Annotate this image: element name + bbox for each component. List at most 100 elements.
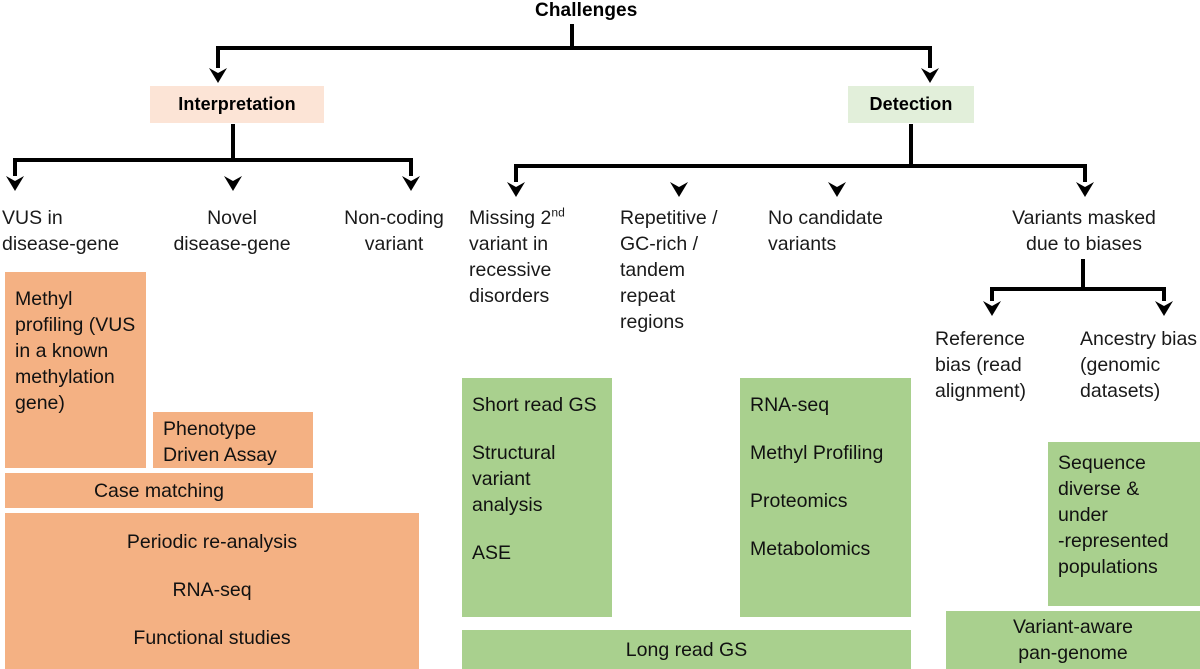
leaf-line: recessive [469, 259, 552, 281]
solution-box-long-read-gs[interactable]: Long read GS [462, 630, 911, 669]
solution-line: -represented [1058, 530, 1169, 552]
leaf-line: datasets) [1080, 380, 1161, 402]
leaf-line: Variants masked [1012, 207, 1156, 229]
solution-line: Variant-aware [1013, 616, 1133, 638]
leaf-vus-in-disease-gene: VUS in disease-gene [2, 205, 152, 257]
solution-box-periodic-reanalysis[interactable]: Periodic re-analysis RNA-seq Functional … [5, 513, 419, 669]
solution-group: Structural variant analysis [472, 440, 602, 518]
leaf-line: alignment) [935, 380, 1027, 402]
leaf-ancestry-bias: Ancestry bias (genomic datasets) [1080, 326, 1200, 404]
solution-line: methylation [15, 366, 115, 388]
connector-root-bar [216, 46, 932, 50]
solution-line: Methyl Profiling [750, 442, 884, 464]
leaf-line: (genomic [1080, 354, 1161, 376]
arrow-to-repetitive-regions [670, 182, 688, 197]
solution-line: RNA-seq [172, 579, 252, 601]
leaf-line: Novel [207, 207, 257, 229]
arrow-to-variants-masked [1076, 182, 1094, 197]
solution-box-multiomics[interactable]: RNA-seq Methyl Profiling Proteomics Meta… [740, 378, 911, 617]
solution-line: Proteomics [750, 490, 848, 512]
solution-box-sequence-diverse-populations[interactable]: Sequence diverse & under -represented po… [1048, 442, 1200, 606]
leaf-line: GC-rich / [620, 233, 698, 255]
solution-line: Driven Assay [163, 444, 277, 466]
solution-box-case-matching[interactable]: Case matching [5, 473, 313, 508]
connector-root-to-interpretation [216, 46, 220, 70]
leaf-novel-disease-gene: Novel disease-gene [158, 205, 306, 257]
leaf-line: due to biases [1025, 233, 1142, 255]
solution-box-variant-aware-pangenome[interactable]: Variant-aware pan-genome [946, 611, 1200, 669]
solution-line: profiling (VUS [15, 314, 136, 336]
arrow-to-missing-second-variant [507, 182, 525, 197]
category-header-detection[interactable]: Detection [848, 86, 974, 123]
arrow-to-non-coding-variant [402, 176, 420, 191]
leaf-line: No candidate [768, 207, 883, 229]
arrow-to-no-candidate-variants [828, 182, 846, 197]
leaf-line: Ancestry bias [1080, 328, 1198, 350]
solution-box-methyl-profiling[interactable]: Methyl profiling (VUS in a known methyla… [5, 272, 146, 468]
solution-group: Short read GS [472, 392, 602, 418]
connector-bias-stem [1081, 259, 1085, 291]
solution-line: Long read GS [625, 638, 748, 661]
solution-group: ASE [472, 540, 602, 566]
category-header-interpretation[interactable]: Interpretation [150, 86, 324, 123]
connector-interpretation-right-drop [409, 158, 413, 178]
connector-root-to-detection [928, 46, 932, 70]
leaf-line: disorders [469, 285, 550, 307]
connector-root-stem [570, 24, 574, 48]
leaf-line: Repetitive / [620, 207, 718, 229]
arrow-to-ancestry-bias [1155, 301, 1173, 316]
leaf-no-candidate-variants: No candidate variants [768, 205, 918, 257]
connector-detection-left-drop [514, 164, 518, 184]
root-title: Challenges [535, 0, 638, 21]
leaf-line: Non-coding [344, 207, 444, 229]
solution-line: Metabolomics [750, 538, 871, 560]
leaf-line: Missing 2nd [469, 205, 565, 229]
solution-line: Short read GS [472, 394, 597, 416]
leaf-line: tandem [620, 259, 686, 281]
solution-line: gene) [15, 392, 65, 414]
leaf-line: VUS in [2, 207, 63, 229]
solution-line: pan-genome [1018, 642, 1128, 664]
solution-line: analysis [472, 494, 543, 516]
connector-detection-bar [514, 164, 1087, 168]
arrow-to-vus-in-disease-gene [6, 176, 24, 191]
connector-interpretation-left-drop [13, 158, 17, 178]
leaf-line: regions [620, 311, 684, 333]
connector-detection-right-drop [1083, 164, 1087, 184]
leaf-reference-bias: Reference bias (read alignment) [935, 326, 1075, 404]
category-header-interpretation-label: Interpretation [178, 94, 296, 114]
leaf-line: repeat [620, 285, 676, 307]
arrow-root-to-interpretation [209, 68, 227, 83]
leaf-line: Reference [935, 328, 1025, 350]
leaf-repetitive-regions: Repetitive / GC-rich / tandem repeat reg… [620, 205, 755, 335]
connector-interpretation-stem [231, 124, 235, 162]
solution-line: populations [1058, 556, 1158, 578]
leaf-non-coding-variant: Non-coding variant [322, 205, 466, 257]
connector-bias-left-drop [990, 287, 994, 303]
solution-line: diverse & [1058, 478, 1140, 500]
solution-line: ASE [472, 542, 512, 564]
leaf-line: variants [768, 233, 837, 255]
arrow-to-novel-disease-gene [224, 176, 242, 191]
connector-interpretation-bar [13, 158, 413, 162]
leaf-line: disease-gene [2, 233, 120, 255]
arrow-root-to-detection [921, 68, 939, 83]
connector-bias-right-drop [1162, 287, 1166, 303]
solution-line: Sequence [1058, 452, 1146, 474]
category-header-detection-label: Detection [869, 94, 953, 114]
solution-line: Structural [472, 442, 556, 464]
leaf-line: variant in [469, 233, 549, 255]
leaf-line: bias (read [935, 354, 1022, 376]
solution-line: in a known [15, 340, 109, 362]
leaf-missing-second-variant: Missing 2nd variant in recessive disorde… [469, 205, 609, 309]
arrow-to-reference-bias [983, 301, 1001, 316]
solution-line: Periodic re-analysis [126, 531, 298, 553]
solution-box-phenotype-driven-assay[interactable]: Phenotype Driven Assay [153, 412, 313, 468]
solution-line: Phenotype [163, 418, 257, 440]
leaf-line: disease-gene [173, 233, 291, 255]
solution-line: RNA-seq [750, 394, 830, 416]
solution-box-short-read-gs[interactable]: Short read GS Structural variant analysi… [462, 378, 612, 617]
superscript-nd: nd [551, 205, 565, 220]
leaf-variants-masked-due-to-biases: Variants masked due to biases [1000, 205, 1168, 257]
